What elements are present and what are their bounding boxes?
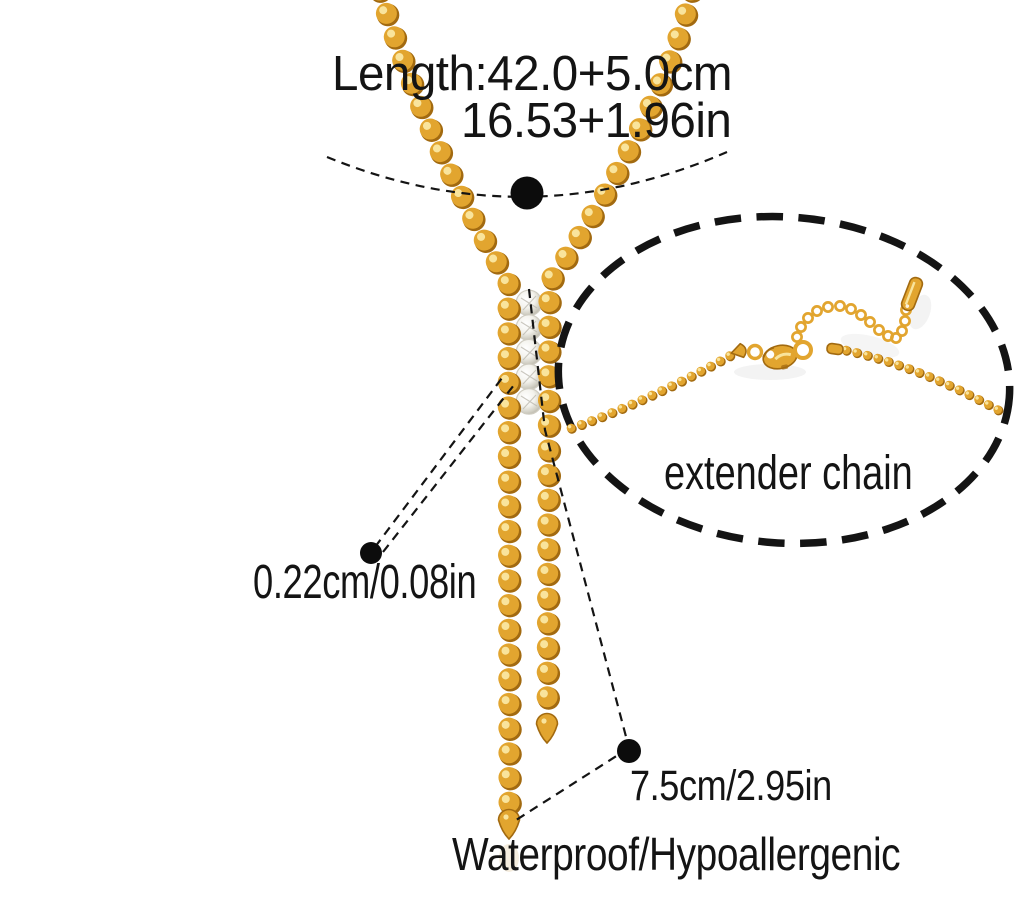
magnifier-ellipse xyxy=(554,212,1014,548)
jump-ring-left xyxy=(746,343,764,361)
features-label: Waterproof/Hypoallergenic xyxy=(452,828,901,880)
tassel-pointer-bottom xyxy=(512,747,630,823)
bead-size-pointer-2 xyxy=(382,384,515,553)
clasp-assembly xyxy=(730,340,844,370)
extender-end-tag xyxy=(900,276,924,312)
bead-diameter-label: 0.22cm/0.08in xyxy=(253,556,477,609)
bead-size-dot xyxy=(360,542,382,564)
chain-end-cone xyxy=(730,342,747,359)
tassel-tip-long xyxy=(497,808,521,840)
magnifier-view xyxy=(554,212,1014,548)
length-in-label: 16.53+1.96in xyxy=(461,94,732,148)
extender-chain-label: extender chain xyxy=(664,447,913,500)
length-cm-label: Length:42.0+5.0cm xyxy=(332,47,733,101)
bead-size-pointer-1 xyxy=(374,377,503,548)
crimp-connector xyxy=(826,342,844,356)
jump-ring-right xyxy=(793,340,813,360)
tassel-dot xyxy=(617,739,641,763)
length-dot xyxy=(510,176,544,210)
tassel-tip-short xyxy=(535,712,559,744)
callout-dots xyxy=(360,176,641,763)
tassel-drop-label: 7.5cm/2.95in xyxy=(630,762,832,810)
tassel-pointer-top xyxy=(527,288,631,749)
